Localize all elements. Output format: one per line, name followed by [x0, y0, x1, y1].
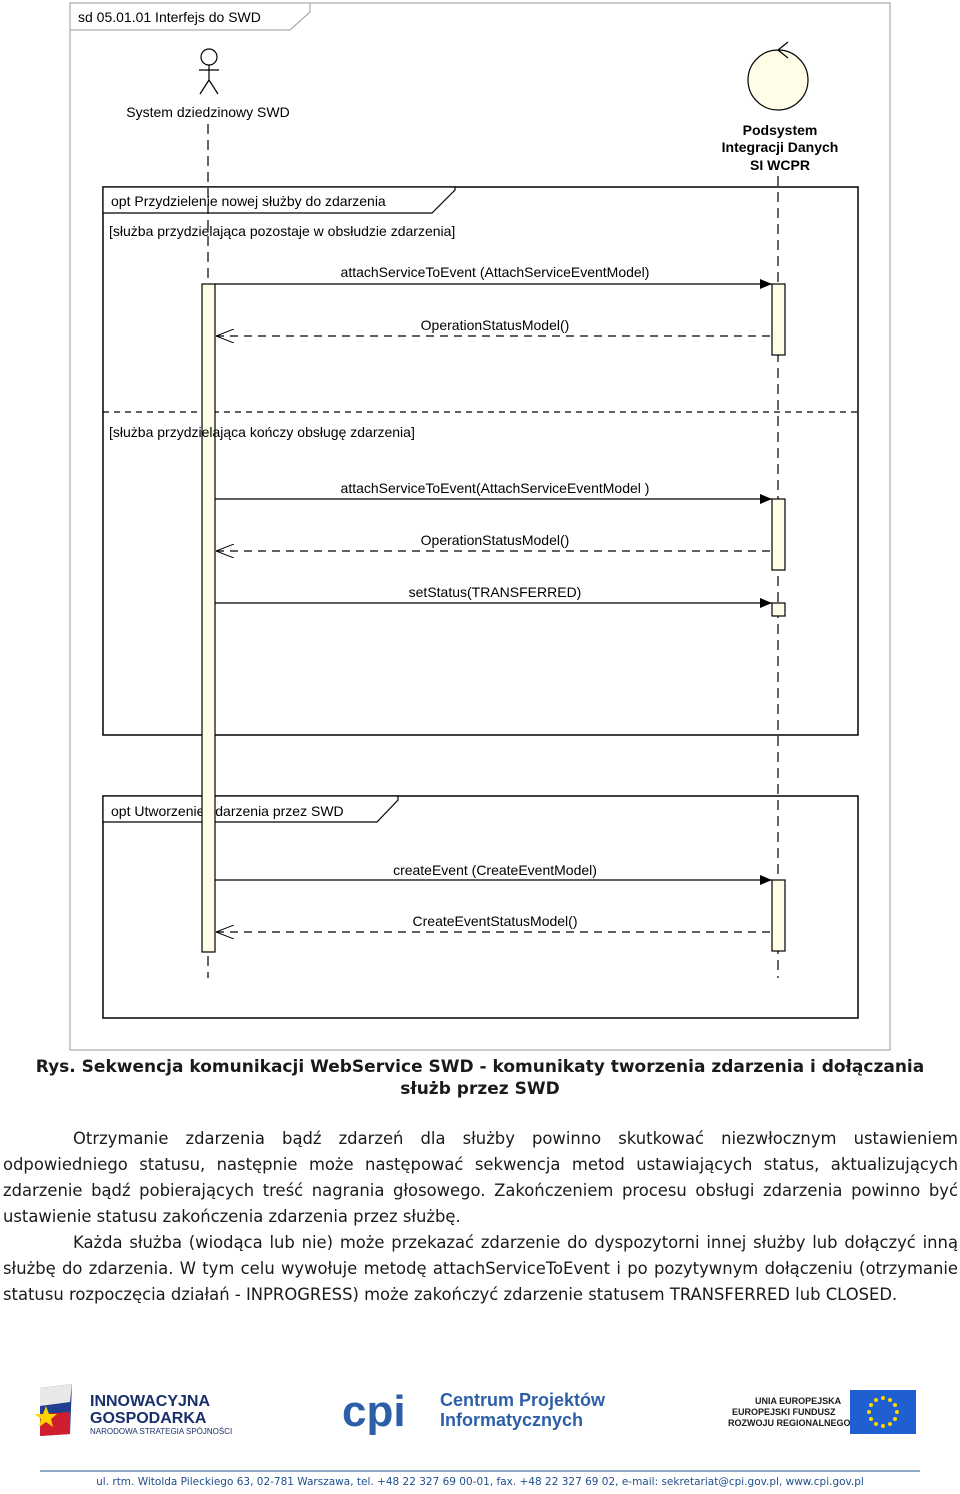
caption-line-2: służb przez SWD	[400, 1079, 560, 1099]
guard-1: [służba przydzielająca pozostaje w obsłu…	[109, 223, 455, 239]
actor-activation-bar	[201, 283, 216, 953]
return-label-3: CreateEventStatusModel()	[413, 913, 578, 929]
paragraph-2: Każda służba (wiodąca lub nie) może prze…	[3, 1233, 958, 1304]
logo-strip: INNOWACYJNA GOSPODARKA NARODOWA STRATEGI…	[35, 1384, 916, 1436]
footer-address: ul. rtm. Witolda Pileckiego 63, 02-781 W…	[96, 1476, 864, 1488]
message-label-3: setStatus(TRANSFERRED)	[409, 584, 582, 600]
footer-divider	[40, 1470, 920, 1472]
body-text: Otrzymanie zdarzenia bądź zdarzeń dla sł…	[3, 1126, 958, 1308]
subsystem-label-line2: Integracji Danych	[722, 139, 839, 155]
cpi-logo: cpi Centrum Projektów Informatycznych	[342, 1387, 606, 1436]
flag-star-icon	[35, 1384, 72, 1436]
logo1-line1: INNOWACYJNA	[90, 1393, 210, 1410]
logo2-line1: Centrum Projektów	[440, 1390, 606, 1410]
frame-title: sd 05.01.01 Interfejs do SWD	[78, 9, 261, 25]
guard-2: [służba przydzielająca kończy obsługę zd…	[109, 424, 415, 440]
subsystem-activation-2	[771, 498, 786, 571]
return-label-2: OperationStatusModel()	[421, 532, 570, 548]
actor-icon	[199, 48, 219, 95]
message-label-2: attachServiceToEvent(AttachServiceEventM…	[341, 480, 650, 496]
message-label-1: attachServiceToEvent (AttachServiceEvent…	[341, 264, 650, 280]
figure-caption: Rys. Sekwencja komunikacji WebService SW…	[0, 1056, 960, 1100]
fragment-opt-2-tab	[102, 795, 399, 823]
fragment-opt-1	[102, 186, 859, 736]
return-label-1: OperationStatusModel()	[421, 317, 570, 333]
logo1-line3: NARODOWA STRATEGIA SPÓJNOŚCI	[90, 1427, 232, 1436]
fragment-opt-2	[102, 795, 859, 1019]
fragment-opt-1-title: opt Przydzielenie nowej służby do zdarze…	[111, 193, 386, 209]
fragment-opt-1-tab	[102, 186, 456, 214]
subsystem-activation-1	[771, 283, 786, 356]
subsystem-activation-4	[771, 879, 786, 952]
caption-line-1: Rys. Sekwencja komunikacji WebService SW…	[35, 1057, 925, 1077]
subsystem-label-line3: SI WCPR	[750, 157, 810, 173]
fragment-opt-2-title: opt Utworzenie zdarzenia przez SWD	[111, 803, 344, 819]
control-icon	[747, 41, 809, 111]
sequence-diagram: sd 05.01.01 Interfejs do SWD System dzie…	[69, 2, 891, 1051]
logo3-line1: UNIA EUROPEJSKA	[755, 1396, 842, 1406]
subsystem-activation-3	[771, 602, 786, 617]
eu-flag-icon	[850, 1390, 916, 1434]
actor-label: System dziedzinowy SWD	[126, 104, 289, 120]
logo2-line2: Informatycznych	[440, 1410, 583, 1430]
paragraph-1: Otrzymanie zdarzenia bądź zdarzeń dla sł…	[3, 1129, 958, 1226]
innowacyjna-gospodarka-logo: INNOWACYJNA GOSPODARKA NARODOWA STRATEGI…	[35, 1384, 232, 1436]
logo3-line3: ROZWOJU REGIONALNEGO	[728, 1418, 851, 1428]
logo3-line2: EUROPEJSKI FUNDUSZ	[732, 1407, 836, 1417]
eu-logo: UNIA EUROPEJSKA EUROPEJSKI FUNDUSZ ROZWO…	[728, 1390, 916, 1434]
logo1-line2: GOSPODARKA	[90, 1410, 207, 1427]
cpi-mark: cpi	[342, 1387, 406, 1436]
subsystem-label-line1: Podsystem	[743, 122, 818, 138]
frame-title-tab	[69, 2, 311, 31]
message-label-4: createEvent (CreateEventModel)	[393, 862, 597, 878]
